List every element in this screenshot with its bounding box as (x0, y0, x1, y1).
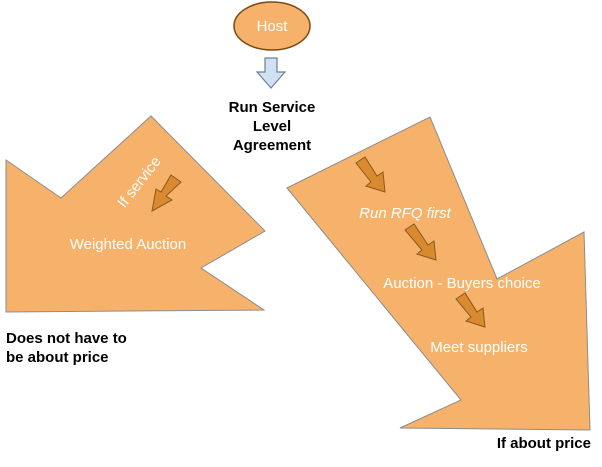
left-step-arrow-icon (151, 174, 182, 212)
right-step-arrow-2-icon (404, 223, 437, 261)
host-node (233, 1, 311, 51)
right-branch-arrow (286, 116, 591, 431)
center-label-line-1: Run Service (229, 99, 316, 116)
host-label: Host (257, 18, 289, 35)
meet-suppliers-label: Meet suppliers (430, 339, 528, 356)
left-caption-line-1: Does not have to (6, 330, 127, 347)
right-step-arrow-3-icon (455, 292, 486, 328)
left-caption-line-2: be about price (6, 349, 109, 366)
right-step-arrow-1-icon (355, 156, 386, 193)
right-caption: If about price (497, 435, 591, 452)
left-branch-arrow (5, 115, 266, 313)
auction-buyers-choice-label: Auction - Buyers choice (383, 275, 541, 292)
down-arrow-icon (255, 57, 287, 89)
center-label-line-3: Agreement (233, 137, 311, 154)
weighted-auction-label: Weighted Auction (70, 236, 186, 253)
center-label-line-2: Level (253, 118, 291, 135)
run-rfq-first-label: Run RFQ first (359, 205, 452, 222)
